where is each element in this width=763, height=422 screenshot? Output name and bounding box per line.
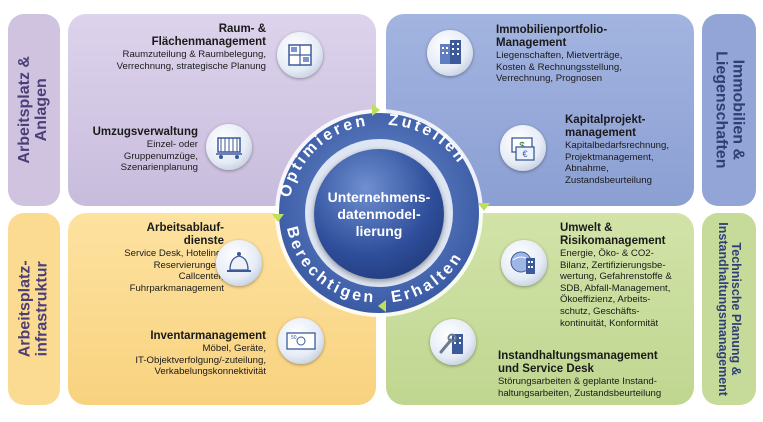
center-core: Unternehmens- datenmodel- lierung [314,149,444,279]
ring-arrow-bottom [378,300,386,312]
block-instandhaltung: Instandhaltungsmanagement und Service De… [498,350,662,399]
block-kapitalprojekt: Kapitalprojekt- management Kapitalbedarf… [565,114,670,186]
ring-arrow-left [272,214,284,222]
side-label-arbeitsplatz-anlagen: Arbeitsplatz & Anlagen [8,14,60,206]
globe-building-icon [501,240,547,286]
block-immobilienportfolio: Immobilienportfolio- Management Liegensc… [496,24,623,85]
block-inventarmanagement: Inventarmanagement Möbel, Geräte, IT-Obj… [135,330,266,378]
banknote-icon: 50 [278,318,324,364]
svg-text:€: € [522,149,527,159]
center-title: Unternehmens- datenmodel- lierung [327,188,431,239]
block-umzugsverwaltung: Umzugsverwaltung Einzel- oder Gruppenumz… [92,126,198,174]
cart-icon [206,124,252,170]
side-label-technische-planung: Technische Planung & Instandhaltungsmana… [702,213,756,405]
block-raum-flaechen: Raum- & Flächenmanagement Raumzuteilung … [116,23,266,72]
svg-text:50: 50 [291,335,297,341]
ring-arrow-top [372,104,380,116]
block-umwelt-risiko: Umwelt & Risikomanagement Energie, Öko- … [560,222,672,329]
ring-arrow-right [478,203,490,211]
floorplan-icon [277,32,323,78]
buildings-icon [427,30,473,76]
money-icon: $ € [500,125,546,171]
side-label-arbeitsplatzinfrastruktur: Arbeitsplatz- infrastruktur [8,213,60,405]
side-label-immobilien: Immobilien & Liegenschaften [702,14,756,206]
bell-icon [216,240,262,286]
block-arbeitsablaufdienste: Arbeitsablauf- dienste Service Desk, Hot… [124,222,224,294]
wrench-building-icon [430,319,476,365]
